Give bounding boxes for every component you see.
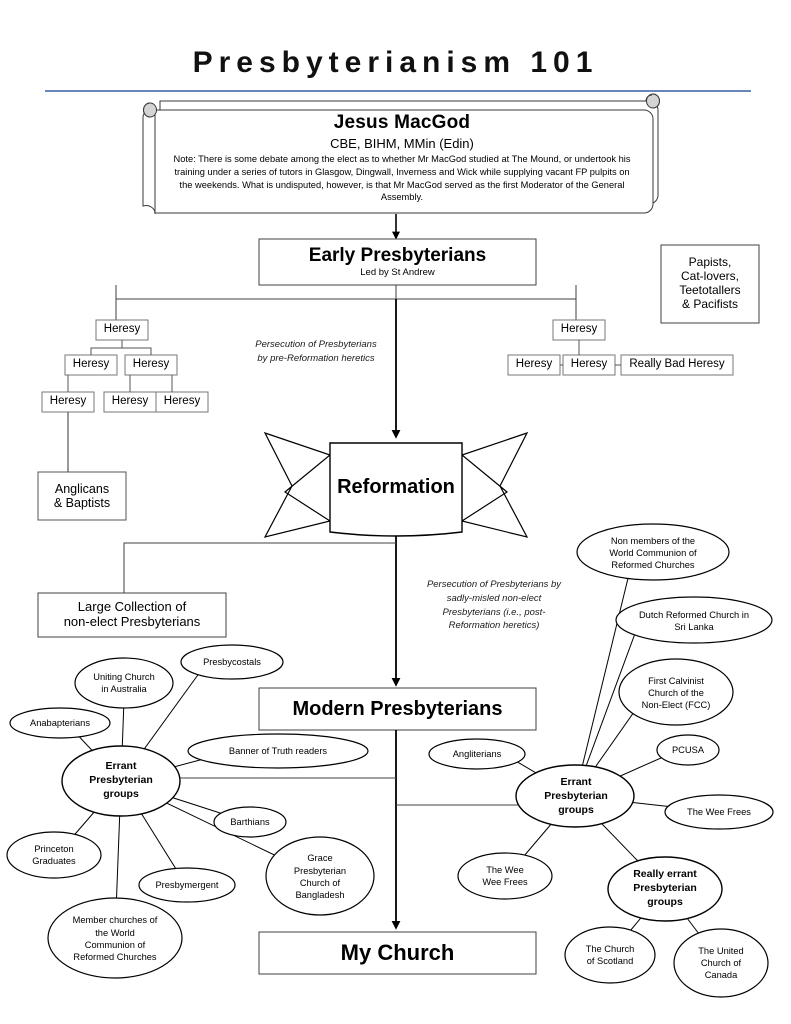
papists-box[interactable]: Papists, Cat-lovers, Teetotallers & Paci… bbox=[661, 245, 759, 323]
annotation-line: Persecution of Presbyterians bbox=[255, 339, 377, 350]
scroll-shape bbox=[142, 93, 660, 215]
ellipse-dutch-reformed bbox=[615, 596, 773, 644]
ellipse-banner-of-truth bbox=[187, 733, 369, 769]
my-church-text: My Church bbox=[340, 940, 455, 966]
annotation-line: Persecution of Presbyterians by bbox=[426, 579, 562, 590]
heresy-label-l2[interactable]: Heresy bbox=[72, 358, 110, 371]
ellipse-anabapterians bbox=[9, 707, 111, 739]
box-papists bbox=[660, 244, 760, 324]
heresy-label-l1[interactable]: Heresy bbox=[103, 323, 141, 336]
box-early-presbyterians bbox=[258, 238, 537, 286]
heresy-label-l4[interactable]: Heresy bbox=[49, 395, 87, 408]
modern-presbyterians-text: Modern Presbyterians bbox=[292, 697, 503, 720]
ellipse-non-members-wcrc bbox=[576, 523, 730, 581]
reformation-ribbon bbox=[263, 431, 529, 538]
box-large-collection bbox=[37, 592, 227, 638]
annotation-line: sadly-misled non-elect bbox=[446, 592, 542, 604]
box-anglicans bbox=[37, 471, 127, 521]
ellipse-first-calvinist bbox=[618, 658, 734, 726]
annotation-line: Presbyterians (i.e., post- bbox=[442, 606, 546, 618]
right-cluster bbox=[428, 523, 774, 998]
papists-line: Cat-lovers, bbox=[680, 269, 739, 284]
anglicans-line: Anglicans bbox=[54, 481, 110, 496]
early-presbyterians-subtitle: Led by St Andrew bbox=[360, 266, 435, 278]
annotation-line: by pre-Reformation heretics bbox=[257, 352, 375, 364]
heresy-box bbox=[155, 391, 209, 413]
large-collection-line: Large Collection of bbox=[77, 599, 187, 615]
heresy-label-l6[interactable]: Heresy bbox=[163, 395, 201, 408]
ellipse-presbymergent bbox=[138, 867, 236, 903]
title-divider bbox=[45, 90, 751, 92]
large-collection-box[interactable]: Large Collection of non-elect Presbyteri… bbox=[38, 593, 226, 637]
scroll-name: Jesus MacGod bbox=[333, 112, 471, 133]
reformation-label[interactable]: Reformation bbox=[330, 443, 462, 532]
large-collection-line: non-elect Presbyterians bbox=[63, 614, 201, 629]
ellipse-errant-hub-left bbox=[61, 745, 181, 817]
ellipse-united-church-canada bbox=[673, 928, 769, 998]
ellipse-member-churches-wcrc bbox=[47, 897, 183, 979]
ellipse-really-errant-hub bbox=[607, 856, 723, 922]
scroll-note: Note: There is some debate among the ele… bbox=[173, 154, 631, 203]
annotation-persecution-pre: Persecution of Presbyterians by pre-Refo… bbox=[236, 338, 396, 366]
papists-line: & Pacifists bbox=[681, 296, 738, 311]
heresy-label-l3[interactable]: Heresy bbox=[132, 358, 170, 371]
papists-line: Teetotallers bbox=[679, 283, 741, 297]
ellipse-wee-wee-frees bbox=[457, 852, 553, 900]
annotation-persecution-post: Persecution of Presbyterians by sadly-mi… bbox=[419, 578, 569, 633]
box-my-church bbox=[258, 931, 537, 975]
reformation-text: Reformation bbox=[337, 476, 455, 498]
heresy-label-l5[interactable]: Heresy bbox=[111, 395, 149, 408]
ellipse-princeton-graduates bbox=[6, 831, 102, 879]
ellipse-pcusa bbox=[656, 734, 720, 766]
page-title: Presbyterianism 101 bbox=[192, 46, 599, 79]
ellipse-wee-frees bbox=[664, 794, 774, 830]
my-church-box[interactable]: My Church bbox=[259, 932, 536, 974]
anglicans-line: & Baptists bbox=[53, 496, 111, 510]
left-cluster bbox=[6, 644, 375, 979]
papists-line: Papists, bbox=[688, 255, 732, 270]
ellipse-uniting-church bbox=[74, 657, 174, 709]
ellipse-church-of-scotland bbox=[564, 926, 656, 984]
annotation-line: Reformation heretics) bbox=[448, 620, 540, 632]
box-modern-presbyterians bbox=[258, 687, 537, 731]
heresy-label-r4[interactable]: Really Bad Heresy bbox=[629, 358, 725, 371]
early-presbyterians-title: Early Presbyterians bbox=[308, 245, 487, 267]
ellipse-grace-presbyterian bbox=[265, 836, 375, 916]
heresy-label-r3[interactable]: Heresy bbox=[570, 358, 608, 371]
scroll-qualifications: CBE, BIHM, MMin (Edin) bbox=[330, 136, 474, 151]
heresy-label-r2[interactable]: Heresy bbox=[515, 358, 553, 371]
ellipse-presbycostals bbox=[180, 644, 284, 680]
ellipse-errant-hub-right bbox=[515, 764, 635, 828]
early-presbyterians-box[interactable]: Early Presbyterians Led by St Andrew bbox=[259, 239, 536, 285]
anglicans-box[interactable]: Anglicans & Baptists bbox=[38, 472, 126, 520]
ellipse-angliterians bbox=[428, 738, 526, 770]
scroll-content: Jesus MacGod CBE, BIHM, MMin (Edin) Note… bbox=[168, 112, 636, 204]
ellipse-barthians bbox=[213, 806, 287, 838]
modern-presbyterians-box[interactable]: Modern Presbyterians bbox=[259, 688, 536, 730]
heresy-label-r1[interactable]: Heresy bbox=[560, 323, 598, 336]
